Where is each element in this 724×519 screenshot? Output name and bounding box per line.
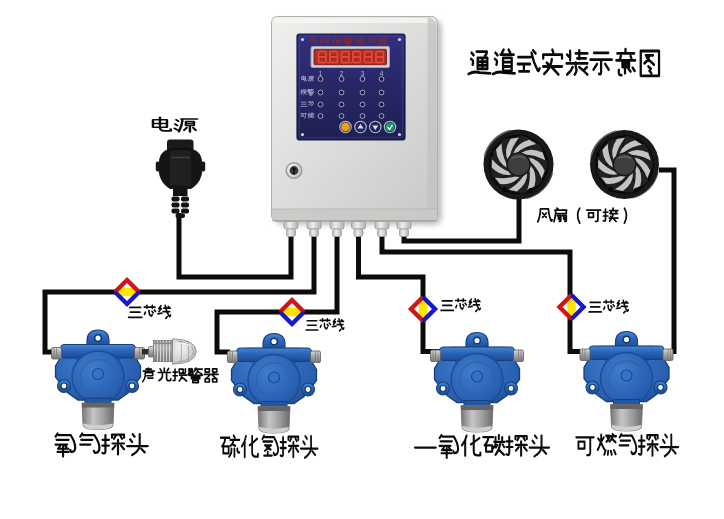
svg-text:4: 4 — [380, 70, 384, 77]
svg-text:2: 2 — [340, 70, 344, 77]
svg-text:3: 3 — [361, 70, 365, 77]
svg-text:1: 1 — [319, 70, 323, 77]
